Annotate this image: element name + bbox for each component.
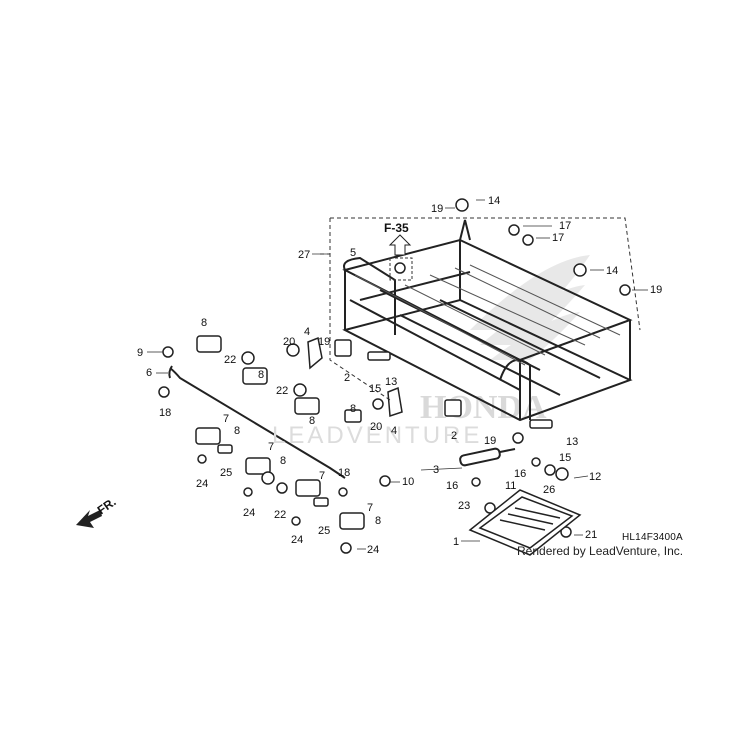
cargo-bed-frame [342, 219, 633, 422]
watermark-text: LEADVENTURE [272, 422, 483, 449]
callout-24: 24 [243, 507, 256, 519]
callout-15: 15 [559, 452, 572, 464]
callout-8: 8 [350, 403, 357, 415]
callout-5: 5 [350, 247, 357, 259]
callout-19: 19 [431, 203, 444, 215]
callout-8: 8 [280, 455, 287, 467]
callout-26: 26 [543, 484, 556, 496]
callout-19: 19 [484, 435, 497, 447]
callout-25: 25 [318, 525, 331, 537]
callout-10: 10 [402, 476, 415, 488]
callout-7: 7 [319, 470, 326, 482]
callout-4: 4 [391, 425, 398, 437]
callout-14: 14 [606, 265, 619, 277]
callout-13: 13 [566, 436, 579, 448]
callout-12: 12 [589, 471, 602, 483]
callout-13: 13 [385, 376, 398, 388]
reference-arrow [388, 234, 413, 281]
callout-9: 9 [137, 347, 144, 359]
callout-18: 18 [338, 467, 351, 479]
leader-lines [147, 199, 648, 550]
callout-18: 18 [159, 407, 172, 419]
callout-11: 11 [505, 480, 517, 492]
callout-22: 22 [276, 385, 289, 397]
callout-7: 7 [367, 502, 374, 514]
watermark-brand: HONDA [420, 389, 547, 426]
callout-19: 19 [318, 336, 331, 348]
diagram-code: HL14F3400A [622, 532, 683, 543]
callout-24: 24 [367, 544, 380, 556]
callout-16: 16 [446, 480, 459, 492]
callout-22: 22 [224, 354, 237, 366]
render-credit: Rendered by LeadVenture, Inc. [517, 544, 684, 558]
callout-2: 2 [344, 372, 351, 384]
callout-7: 7 [268, 441, 275, 453]
callout-14: 14 [488, 195, 501, 207]
callout-21: 21 [585, 529, 598, 541]
callout-8: 8 [258, 369, 265, 381]
front-direction-arrow [76, 510, 102, 528]
callout-8: 8 [309, 415, 316, 427]
callout-3: 3 [433, 464, 440, 476]
reference-page-label: F-35 [384, 221, 409, 235]
callout-2: 2 [451, 430, 458, 442]
callout-19: 19 [650, 284, 663, 296]
bolts [217, 444, 329, 507]
callout-25: 25 [220, 467, 233, 479]
callout-24: 24 [196, 478, 209, 490]
callout-16: 16 [514, 468, 527, 480]
callout-24: 24 [291, 534, 304, 546]
gas-strut [459, 447, 516, 467]
stabilizer-rod [168, 365, 346, 479]
frame-crossmembers [354, 264, 621, 366]
callout-17: 17 [552, 232, 565, 244]
callout-20: 20 [370, 421, 383, 433]
brackets [307, 336, 403, 418]
callout-7: 7 [223, 413, 230, 425]
callout-4: 4 [304, 326, 311, 338]
hardware-parts [158, 198, 631, 554]
callout-1: 1 [453, 536, 460, 548]
skid-plate [468, 489, 582, 556]
callout-15: 15 [369, 383, 382, 395]
callout-22: 22 [274, 509, 287, 521]
callout-8: 8 [234, 425, 241, 437]
callout-17: 17 [559, 220, 572, 232]
callout-6: 6 [146, 367, 153, 379]
callout-8: 8 [375, 515, 382, 527]
callout-20: 20 [283, 336, 296, 348]
callout-8: 8 [201, 317, 208, 329]
callout-23: 23 [458, 500, 471, 512]
callout-27: 27 [298, 249, 311, 261]
